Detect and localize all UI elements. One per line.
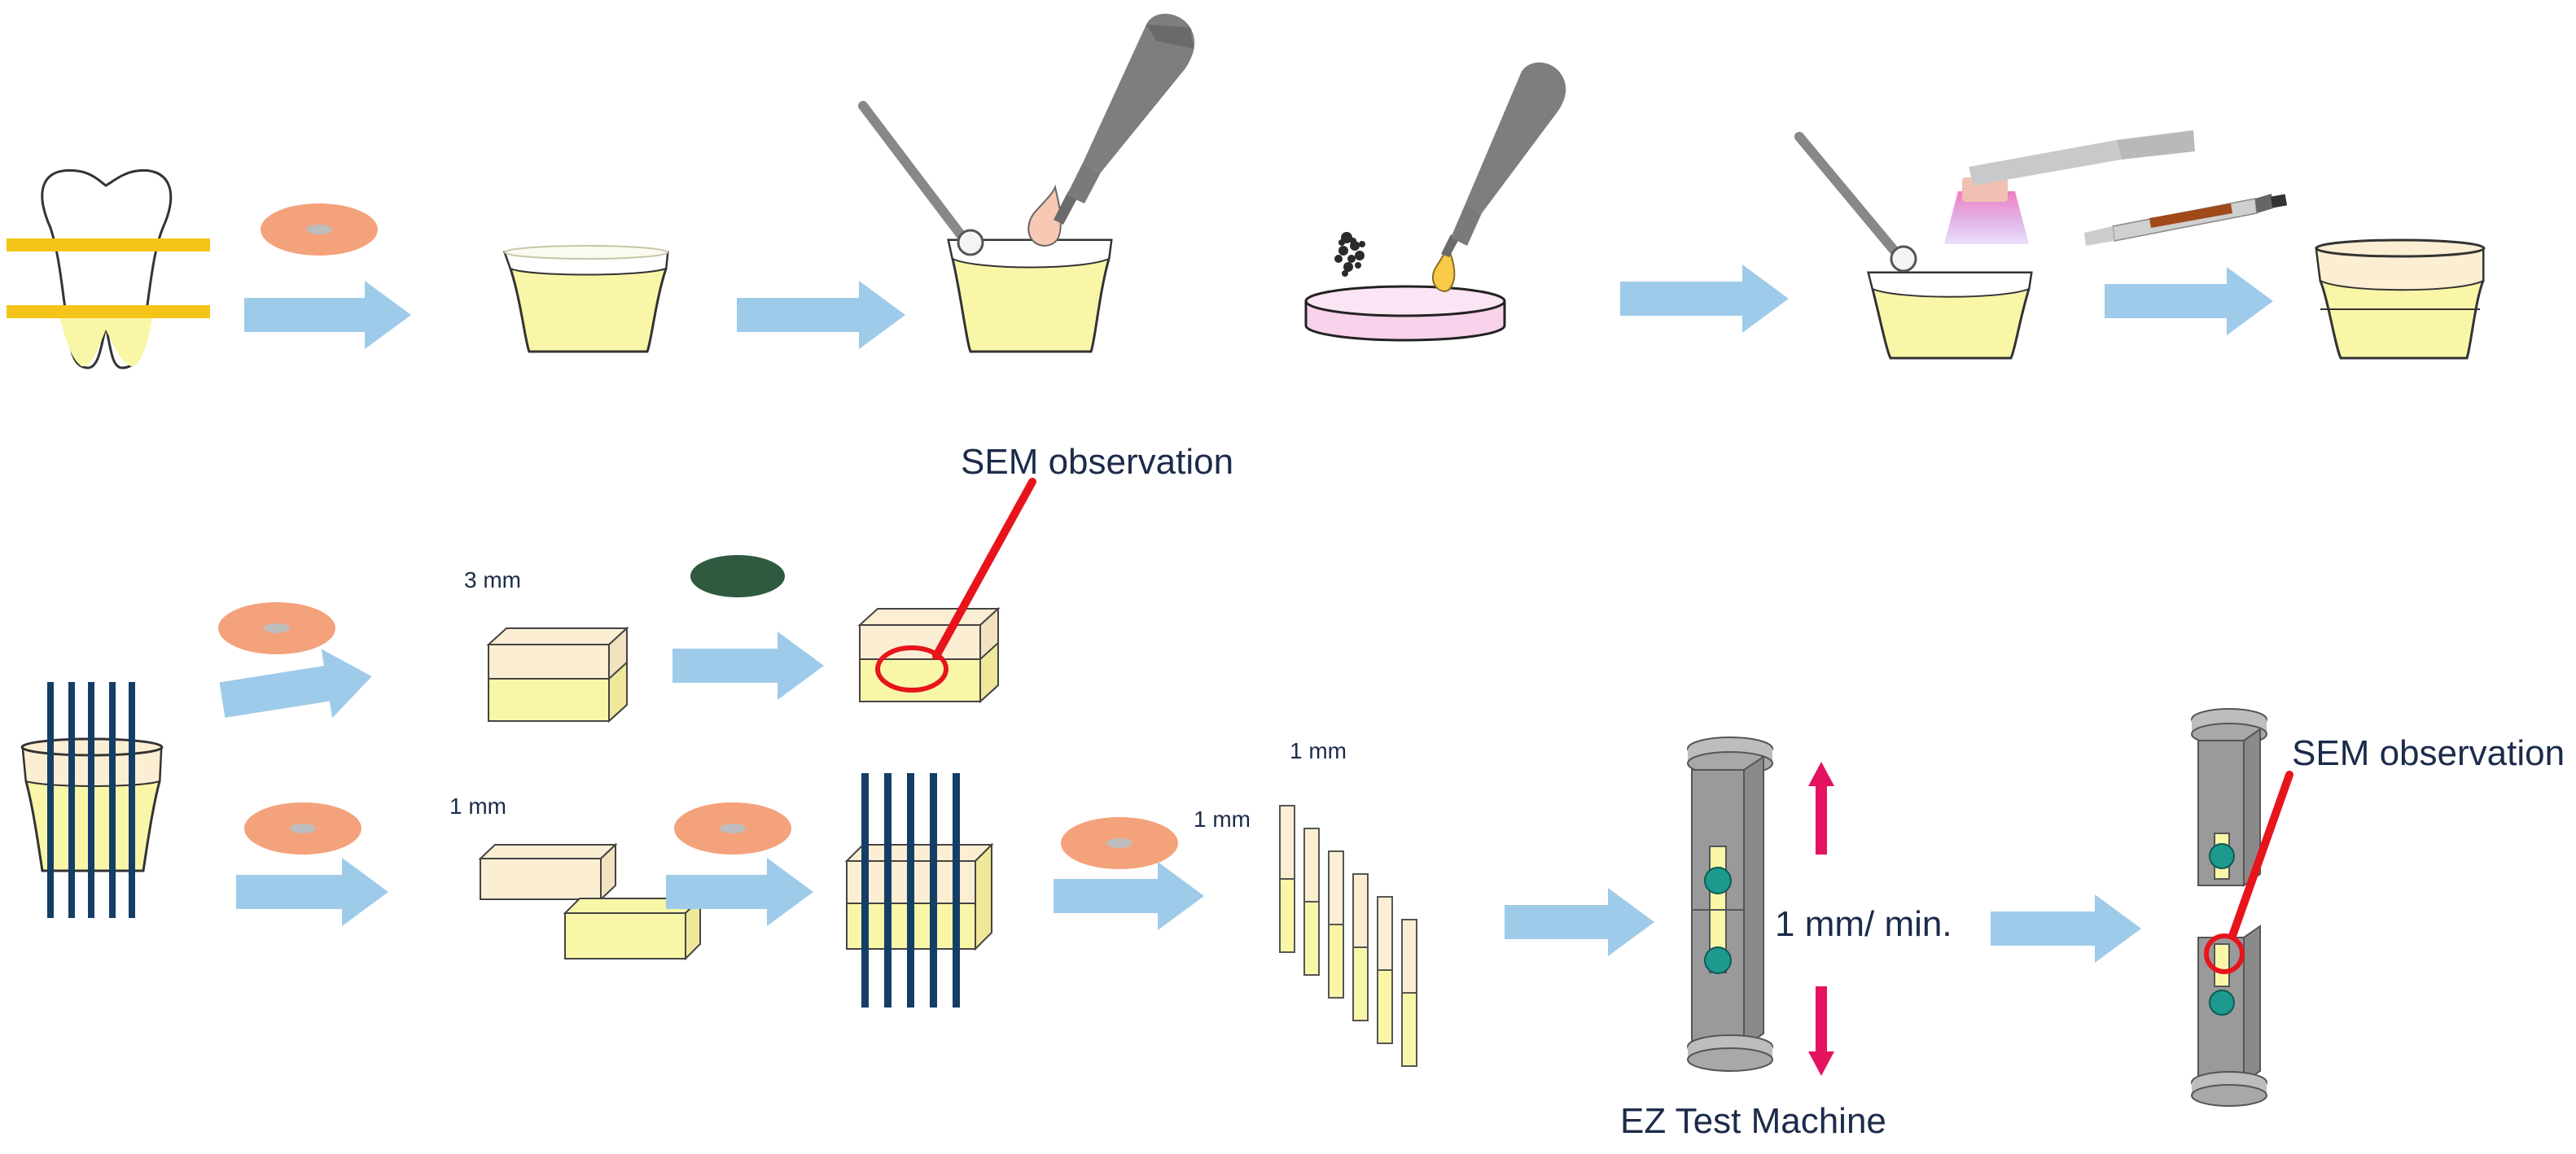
dish-activation-icon bbox=[1304, 62, 1566, 342]
powder-particles bbox=[1334, 232, 1365, 277]
composite-syringe-icon bbox=[2084, 194, 2288, 246]
microbrush-icon bbox=[858, 101, 970, 245]
machine-label: EZ Test Machine bbox=[1620, 1101, 1886, 1141]
pull-down-arrow-icon bbox=[1808, 986, 1834, 1076]
gridded-block-icon bbox=[844, 773, 994, 1008]
light-cure-icon bbox=[1794, 130, 2195, 360]
tooth-icon bbox=[7, 168, 210, 369]
adhesive-disc-icon bbox=[261, 203, 378, 256]
block-3mm-icon bbox=[486, 626, 629, 723]
arrow-right-icon bbox=[1620, 264, 1789, 333]
sem-observation-top-label: SEM observation bbox=[961, 442, 1233, 482]
adhesive-disc-icon bbox=[244, 802, 361, 855]
primer-application-icon bbox=[858, 13, 1195, 353]
sem-observation-right-label: SEM observation bbox=[2292, 733, 2565, 773]
crosshead-speed-label: 1 mm/ min. bbox=[1775, 904, 1952, 944]
arrow-right-icon bbox=[737, 281, 905, 349]
one-mm-label-c: 1 mm bbox=[1194, 806, 1251, 832]
arrow-right-icon bbox=[219, 649, 372, 719]
arrow-right-icon bbox=[666, 858, 813, 926]
three-mm-label: 3 mm bbox=[464, 567, 521, 592]
arrow-right-icon bbox=[2105, 267, 2273, 335]
sectioning-grid-icon bbox=[20, 682, 164, 918]
microtensile-sticks-icon bbox=[1279, 805, 1417, 1067]
curing-light-icon bbox=[1944, 130, 2195, 244]
one-mm-label-b: 1 mm bbox=[1290, 738, 1347, 763]
dropper-bottle-icon bbox=[1054, 13, 1195, 225]
arrow-right-icon bbox=[1505, 888, 1654, 956]
built-up-specimen-icon bbox=[2315, 238, 2486, 360]
pull-up-arrow-icon bbox=[1808, 762, 1834, 855]
cut-band-bottom bbox=[7, 305, 210, 318]
dentin-disk-icon bbox=[502, 245, 669, 353]
one-mm-label-a: 1 mm bbox=[449, 793, 506, 819]
arrow-right-icon bbox=[1991, 894, 2141, 963]
fractured-jig-icon bbox=[2191, 708, 2293, 1107]
arrow-right-icon bbox=[672, 632, 824, 700]
tensile-jig-icon bbox=[1687, 737, 1773, 1072]
dropper-bottle-icon bbox=[1441, 62, 1566, 257]
arrow-right-icon bbox=[1054, 862, 1204, 930]
sem-block-icon bbox=[857, 478, 1036, 704]
adhesive-disc-icon bbox=[674, 802, 791, 855]
adhesive-disc-icon bbox=[1061, 817, 1178, 869]
arrow-right-icon bbox=[236, 858, 388, 926]
cut-band-top bbox=[7, 238, 210, 251]
polishing-disc-icon bbox=[690, 555, 785, 597]
microbrush-icon bbox=[1794, 132, 1902, 259]
arrow-right-icon bbox=[244, 281, 411, 349]
adhesive-disc-icon bbox=[218, 602, 335, 654]
